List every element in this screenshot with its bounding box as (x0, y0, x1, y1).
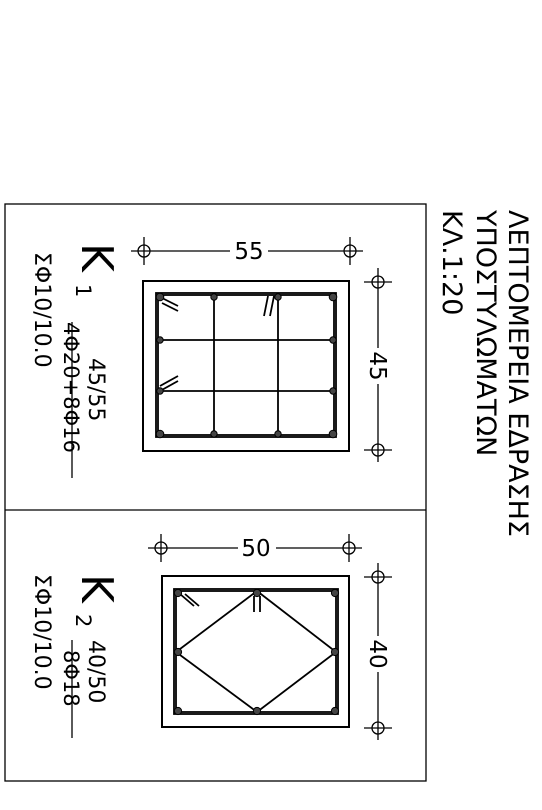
column-k1-detail: 55 45 (29, 237, 392, 478)
k2-letter: K (71, 574, 122, 604)
k2-stirrups (173, 588, 339, 715)
k2-section: 40/50 (83, 640, 108, 703)
k1-letter: K (71, 243, 122, 273)
frame-border (4, 203, 427, 782)
k2-label: K 2 40/50 8Φ18 ΣΦ10/10.0 (29, 574, 122, 738)
k1-concrete-section (142, 280, 350, 452)
k1-main-bars: 4Φ20+8Φ16 (59, 322, 83, 453)
k1-label: K 1 45/55 4Φ20+8Φ16 ΣΦ10/10.0 (29, 243, 122, 478)
k1-dim-depth-label: 45 (364, 351, 390, 380)
title-line-2: ΥΠΟΣΤΥΛΩΜΑΤΩΝ (470, 209, 501, 456)
k2-stirrups-label: ΣΦ10/10.0 (29, 574, 54, 690)
k1-rebars (155, 292, 338, 439)
k2-dim-depth-mask (366, 636, 390, 672)
title-scale: ΚΛ.1:20 (436, 210, 467, 315)
column-k2-detail: 50 40 (29, 534, 392, 740)
k2-index: 2 (71, 614, 95, 627)
k1-stirrups (155, 292, 337, 438)
k2-concrete-section (161, 575, 350, 728)
k2-dim-width-mask (238, 537, 276, 561)
detail-frame (4, 203, 427, 782)
k1-index: 1 (71, 284, 95, 297)
k2-dim-depth-label: 40 (364, 639, 390, 668)
title-block: ΛΕΠΤΟΜΕΡΕΙΑ ΕΔΡΑΣΗΣ ΥΠΟΣΤΥΛΩΜΑΤΩΝ ΚΛ.1:2… (436, 209, 533, 537)
k2-rebars (173, 588, 340, 716)
k2-main-bars: 8Φ18 (59, 650, 83, 707)
title-line-1: ΛΕΠΤΟΜΕΡΕΙΑ ΕΔΡΑΣΗΣ (502, 210, 533, 537)
k1-dim-depth-mask (366, 348, 390, 384)
k1-dim-width-label: 55 (234, 239, 263, 265)
k1-stirrups-label: ΣΦ10/10.0 (29, 252, 54, 368)
k1-dim-width-mask (230, 240, 268, 264)
k2-dim-width-label: 50 (241, 536, 270, 562)
k1-section: 45/55 (83, 358, 108, 421)
